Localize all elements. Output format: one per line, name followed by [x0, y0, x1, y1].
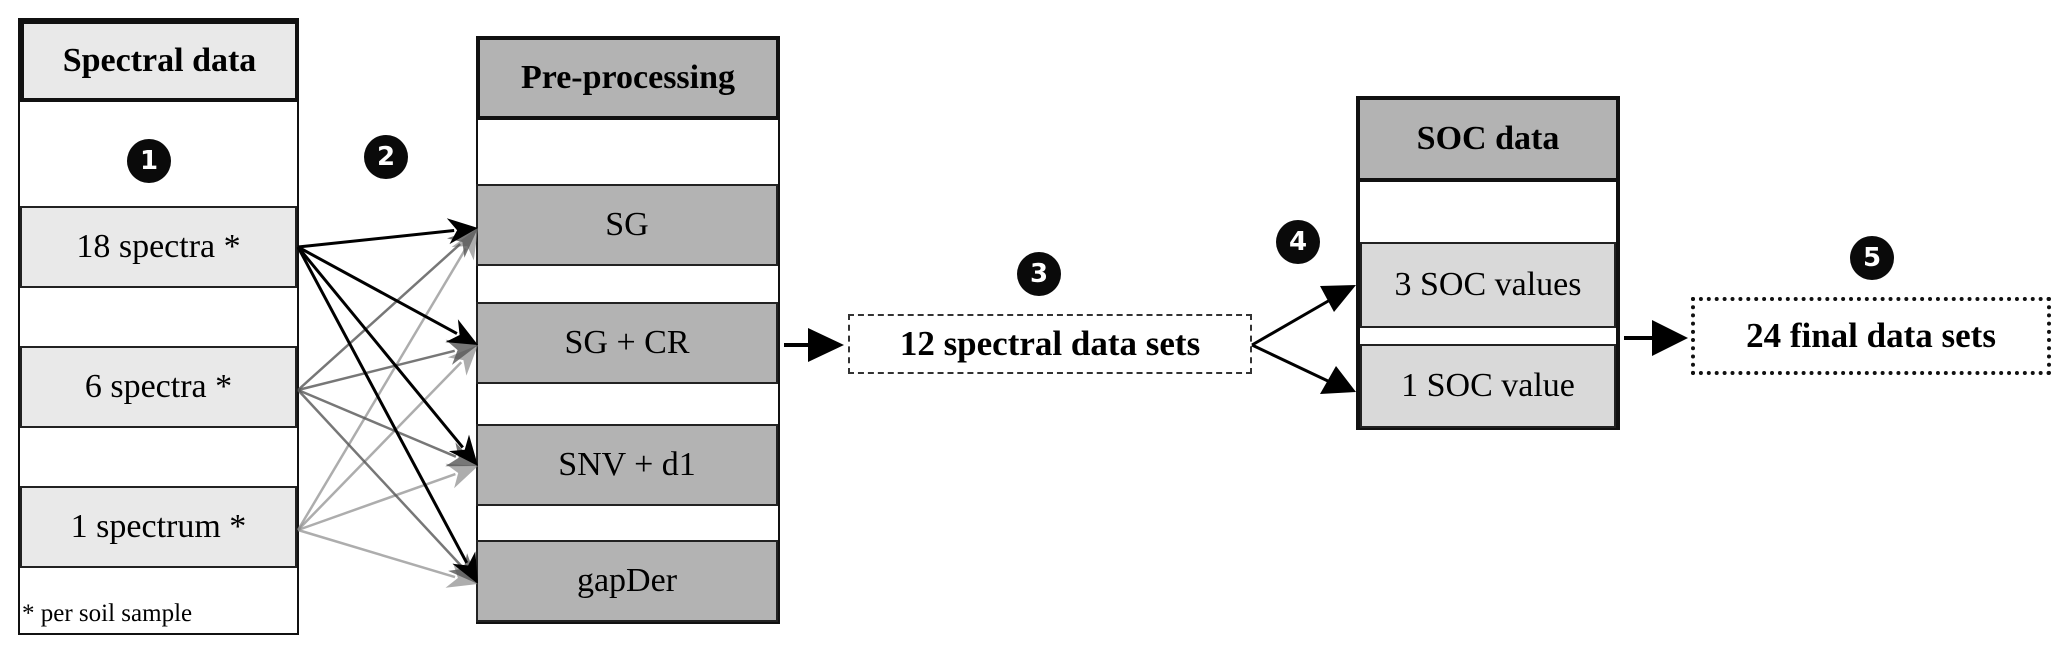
arrowhead [448, 434, 478, 466]
spectra-6-cell: 6 spectra * [20, 346, 297, 428]
step-4-badge: 4 [1276, 220, 1320, 264]
arrow-1-spectrum-to-sg [296, 247, 467, 531]
preprocessing-sg-cr: SG + CR [476, 302, 778, 384]
arrowhead [445, 319, 478, 345]
arrow-1-spectrum-to-gapder [297, 528, 456, 579]
arrow-18-spectra-to-sg-cr [297, 245, 458, 335]
arrowhead [447, 228, 478, 258]
spectrum-1-cell: 1 spectrum * [20, 486, 297, 568]
arrow-sets-to-3-soc [1251, 298, 1331, 347]
preprocessing-header: Pre-processing [476, 36, 780, 120]
footnote: * per soil sample [22, 600, 193, 627]
arrowhead-sets-to-3-soc [1320, 285, 1356, 312]
soc-1-value-cell: 1 SOC value [1360, 344, 1616, 428]
arrowhead [452, 551, 478, 584]
final-data-sets-box: 24 final data sets [1691, 297, 2051, 375]
spectral-data-sets-box: 12 spectral data sets [848, 314, 1252, 374]
step-1-badge: 1 [127, 139, 171, 183]
arrow-18-spectra-to-gapder [296, 246, 469, 564]
step-2-badge: 2 [364, 135, 408, 179]
arrow-6-spectra-to-gapder [297, 389, 463, 568]
soc-data-header: SOC data [1356, 96, 1620, 182]
soc-3-values-cell: 3 SOC values [1360, 242, 1616, 328]
arrow-18-spectra-to-sg [297, 229, 455, 249]
preprocessing-gapder: gapDer [476, 540, 778, 622]
arrowhead [447, 345, 478, 376]
preprocessing-snv-d1: SNV + d1 [476, 424, 778, 506]
arrowhead [446, 218, 478, 245]
arrow-1-spectrum-to-snv-d1 [297, 472, 456, 532]
step-3-badge: 3 [1017, 252, 1061, 296]
preprocessing-sg: SG [476, 184, 778, 266]
arrowhead-sets-to-1-soc [1320, 366, 1356, 394]
arrowhead-preprocessing-to-sets [808, 328, 844, 362]
step-5-badge: 5 [1850, 236, 1894, 280]
arrowhead [445, 339, 478, 365]
arrow-1-spectrum-to-sg-cr [297, 361, 463, 531]
arrow-18-spectra-to-snv-d1 [296, 246, 464, 449]
arrow-6-spectra-to-snv-d1 [297, 388, 457, 458]
spectral-data-header: Spectral data [20, 20, 299, 102]
arrow-sets-to-1-soc [1251, 343, 1331, 384]
arrow-6-spectra-to-sg-cr [297, 349, 456, 392]
spectra-18-cell: 18 spectra * [20, 206, 297, 288]
arrowhead-soc-to-final [1652, 320, 1688, 356]
arrowhead [445, 463, 478, 489]
arrow-6-spectra-to-sg [297, 243, 461, 391]
